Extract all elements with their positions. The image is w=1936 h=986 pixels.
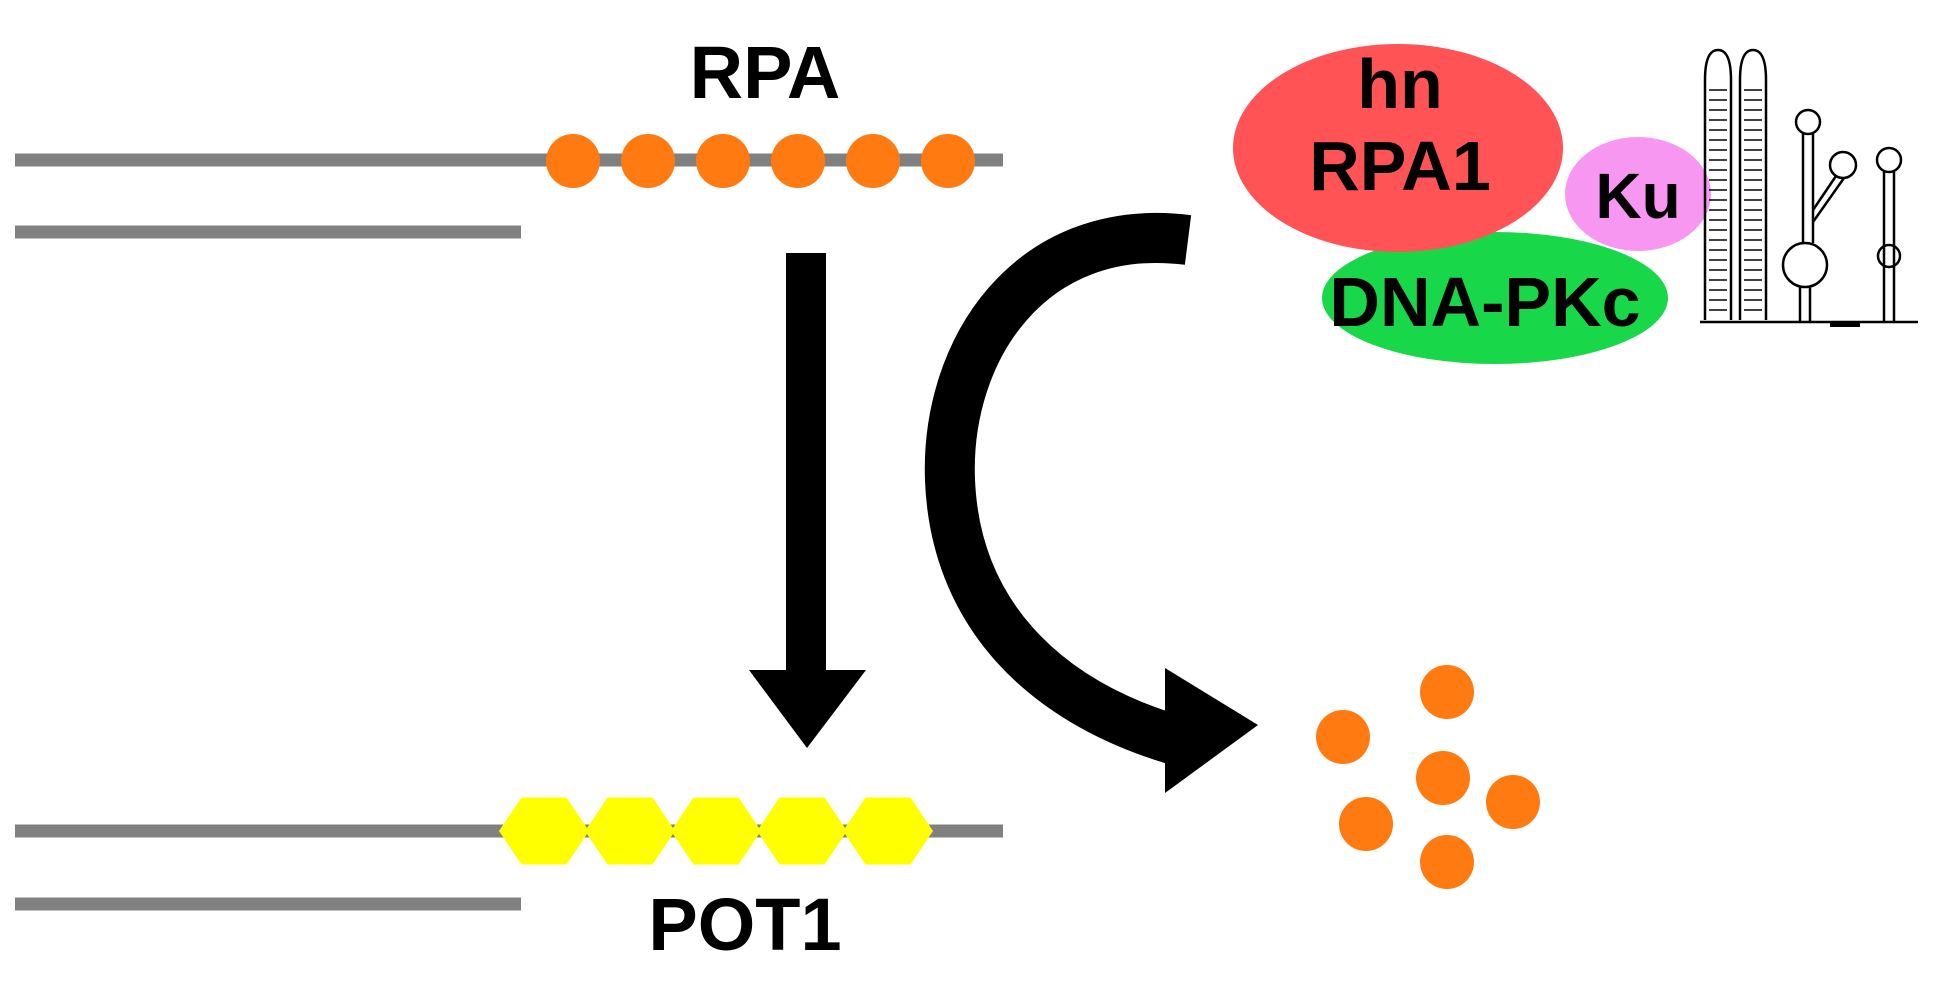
rpa-released-group	[1316, 665, 1540, 889]
straight-down-arrow	[749, 253, 866, 748]
rpa-protein-released	[1420, 835, 1474, 889]
rpa-protein-released	[1420, 665, 1474, 719]
rna-long-hairpin-basepairs	[1709, 89, 1762, 311]
pot1-protein	[499, 797, 589, 865]
rna-loop-internal	[1781, 241, 1829, 289]
rpa-protein-released	[1486, 775, 1540, 829]
ku-ellipse	[1565, 137, 1711, 251]
rna-right-loop-top	[1875, 146, 1903, 174]
rpa-protein-bound	[921, 134, 975, 188]
rna-right-loop-mid	[1876, 243, 1902, 269]
ku-label: Ku	[1595, 160, 1680, 232]
rpa-protein-bound	[546, 134, 600, 188]
arrow-head	[749, 670, 866, 748]
arrow-shaft	[786, 253, 826, 678]
rpa-protein-released	[1316, 710, 1370, 764]
hnrpa1-label-line1: hn	[1357, 45, 1443, 123]
rna-loop-side	[1828, 150, 1858, 180]
rna-hairpin-structure-icon	[1700, 48, 1918, 327]
rpa-protein-bound	[696, 134, 750, 188]
rna-branch-a	[1811, 175, 1838, 211]
hnrpa1-ellipse	[1233, 44, 1563, 252]
pot1-bound-group	[499, 797, 933, 865]
pot1-protein	[585, 797, 675, 865]
hnrpa1-label-line2: RPA1	[1309, 127, 1491, 205]
rpa-protein-bound	[621, 134, 675, 188]
rpa-bound-group	[546, 134, 975, 188]
top-dna-duplex	[15, 153, 1003, 239]
pot1-protein	[671, 797, 761, 865]
rna-long-hairpin-outer	[1703, 48, 1768, 320]
curved-arrow-head	[1165, 668, 1258, 793]
rpa-protein-bound	[846, 134, 900, 188]
dnapkc-label: DNA-PKc	[1329, 263, 1640, 341]
curved-arrow-shaft	[924, 213, 1192, 764]
curved-displacement-arrow	[924, 213, 1258, 793]
pot1-protein	[843, 797, 933, 865]
rpa-protein-released	[1339, 797, 1393, 851]
rna-branch-b	[1811, 177, 1846, 223]
dnapkc-ellipse	[1322, 232, 1668, 364]
protein-complex: hn RPA1 Ku DNA-PKc	[1233, 44, 1711, 364]
pot1-label: POT1	[648, 883, 841, 966]
rpa-label: RPA	[690, 31, 841, 114]
rpa-protein-released	[1416, 751, 1470, 805]
rna-loop-top	[1794, 108, 1822, 136]
pot1-protein	[757, 797, 847, 865]
rpa-protein-bound	[771, 134, 825, 188]
